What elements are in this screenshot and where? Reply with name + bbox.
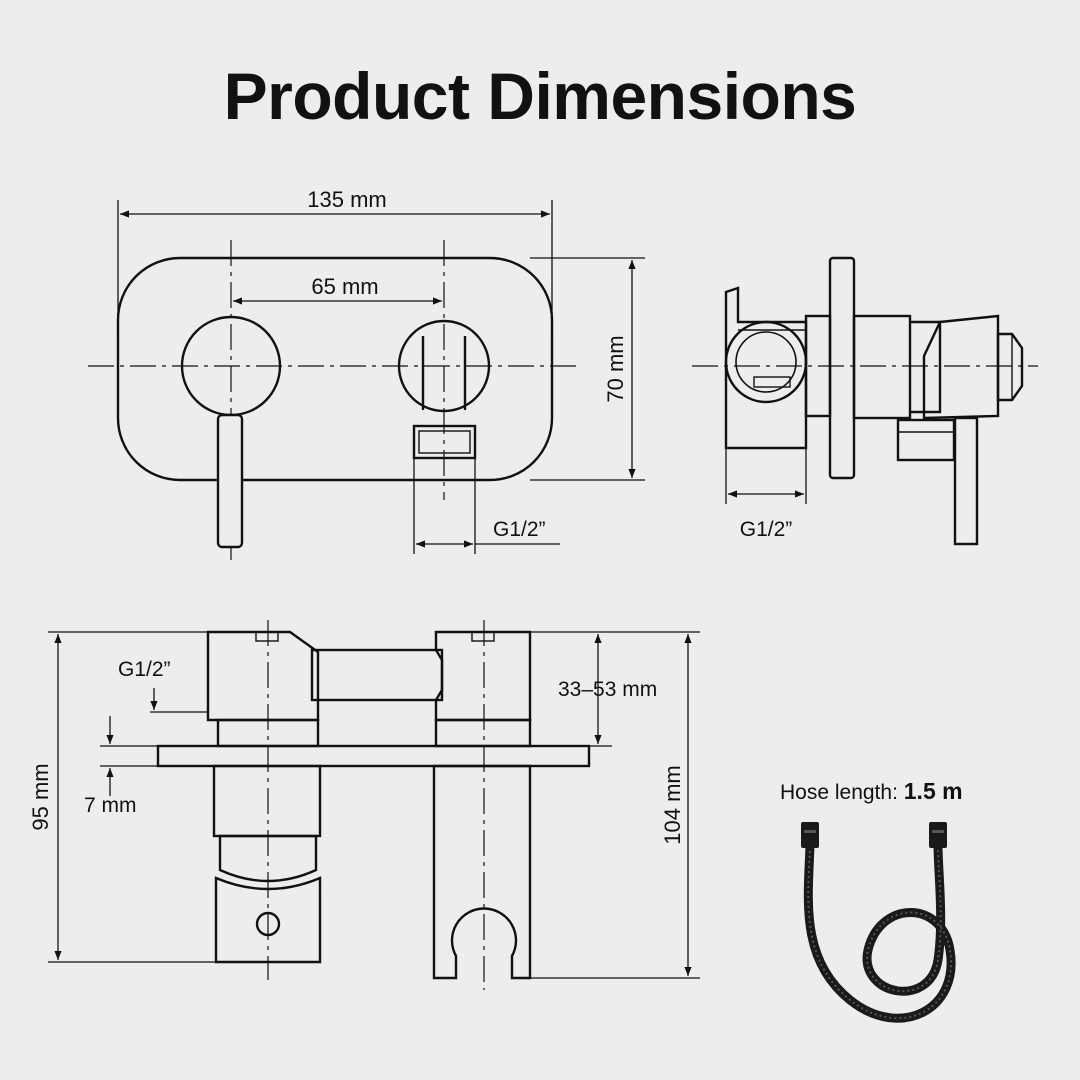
dim-plate-thickness: 7 mm (84, 794, 137, 817)
bottom-handle-lever (214, 876, 322, 964)
side-bracket (724, 286, 808, 450)
bottom-view (156, 620, 591, 990)
bottom-cover-plate (156, 744, 591, 768)
bottom-dimension-lines (48, 631, 700, 979)
dim-depth-right: 104 mm (660, 765, 685, 844)
side-view (692, 256, 1038, 546)
page-title: Product Dimensions (223, 59, 857, 133)
bottom-left-body (206, 630, 320, 722)
hose-image (801, 822, 956, 1023)
front-handle-lever (216, 413, 244, 549)
dim-wall-depth: 33–53 mm (558, 678, 657, 701)
side-outlet-ring (724, 320, 808, 404)
hose-length-caption: Hose length: (780, 781, 898, 804)
dim-outlet-thread-front: G1/2” (493, 518, 546, 541)
side-cover-plate (828, 256, 856, 480)
bottom-right-body (434, 630, 532, 722)
front-outlet-body (397, 319, 491, 413)
bottom-hose-holder (432, 764, 532, 980)
dim-outlet-thread-side: G1/2” (740, 518, 793, 541)
dim-inlet-thread-bottom: G1/2” (118, 658, 171, 681)
dim-overall-width: 135 mm (307, 187, 386, 212)
front-outlet-nut (412, 424, 477, 460)
front-view (88, 240, 582, 562)
dim-plate-height: 70 mm (603, 335, 628, 402)
side-dimension-lines (725, 448, 807, 504)
bottom-connecting-pipe (310, 648, 444, 702)
hose-length-label: Hose length: 1.5 m (780, 778, 963, 805)
dim-handle-spacing: 65 mm (311, 274, 378, 299)
side-handle-lever (953, 416, 979, 546)
front-dimension-lines (117, 200, 645, 554)
front-cover-plate (116, 256, 554, 482)
dim-depth-left: 95 mm (28, 763, 53, 830)
side-handle-cap (922, 314, 1000, 420)
side-valve-body (852, 314, 912, 420)
hose-length-value: 1.5 m (903, 778, 963, 804)
